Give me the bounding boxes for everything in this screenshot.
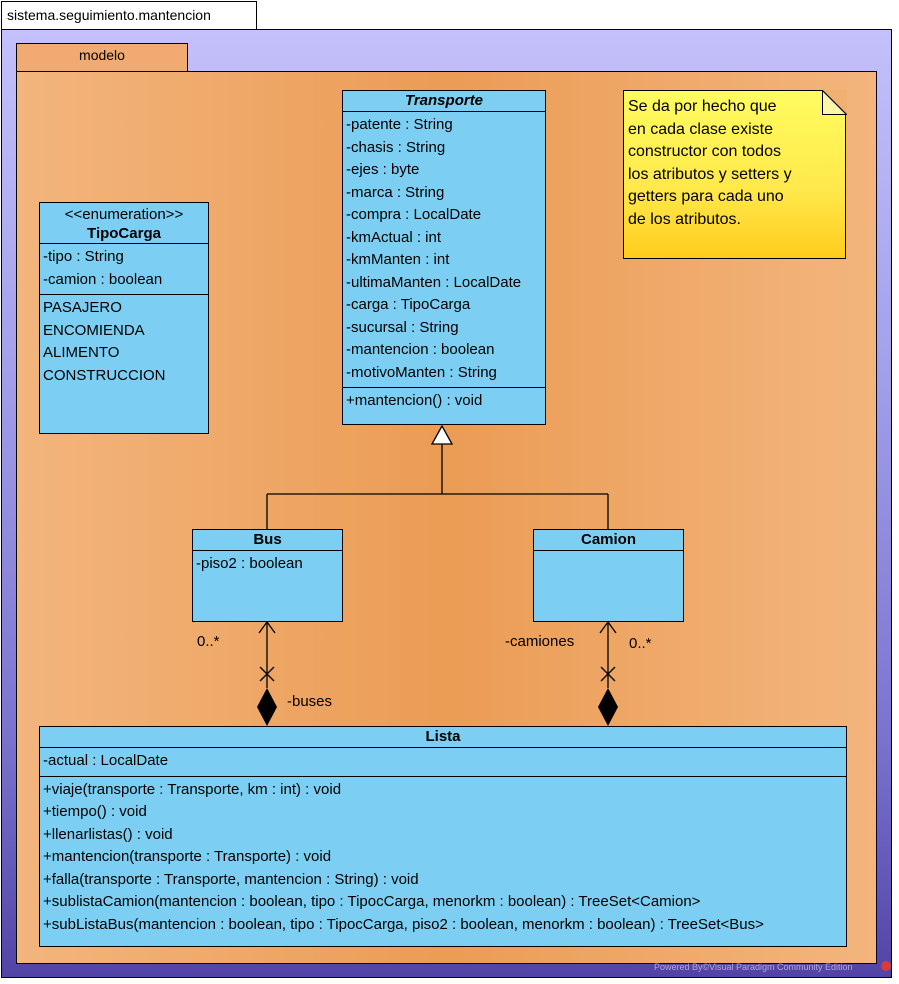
note-line: los atributos y setters y: [628, 165, 792, 183]
attribute: -mantencion : boolean: [346, 341, 495, 358]
attribute: -sucursal : String: [346, 318, 459, 336]
class-transporte[interactable]: Transporte -patente : String -chasis : S…: [342, 90, 546, 425]
enum-tipocarga[interactable]: <<enumeration>> TipoCarga -tipo : String…: [39, 202, 209, 434]
operation: +llenarlistas() : void: [43, 825, 173, 843]
enum-literal: ENCOMIENDA: [43, 321, 145, 339]
note-line: getters para cada uno: [628, 188, 784, 205]
attribute: -marca : String: [346, 183, 445, 201]
operation: +mantencion(transporte : Transporte) : v…: [43, 848, 332, 865]
note-folded-corner: [822, 90, 847, 115]
attribute: -patente : String: [346, 116, 453, 133]
enum-tipocarga-attributes: -tipo : String -camion : boolean: [40, 244, 208, 295]
attribute: -tipo : String: [43, 248, 124, 265]
attribute: -carga : TipoCarga: [346, 296, 471, 313]
note-line: constructor con todos: [628, 143, 781, 160]
class-transporte-name: Transporte: [343, 91, 545, 112]
credit-watermark: Powered By©Visual Paradigm Community Edi…: [654, 962, 853, 972]
attribute: -kmManten : int: [346, 251, 450, 268]
camion-navigability-arrow: [599, 620, 617, 634]
attribute: -ejes : byte: [346, 161, 420, 178]
subpackage-tab: modelo: [16, 43, 188, 72]
camion-non-navigable-x2: [600, 666, 616, 682]
class-lista-name: Lista: [40, 727, 846, 748]
operation: +tiempo() : void: [43, 803, 147, 820]
class-lista-operations: +viaje(transporte : Transporte, km : int…: [40, 777, 846, 940]
attribute: -ultimaManten : LocalDate: [346, 273, 522, 291]
bus-multiplicity: 0..*: [197, 633, 220, 650]
class-bus[interactable]: Bus -piso2 : boolean: [192, 529, 343, 622]
package-name: sistema.seguimiento.mantencion: [7, 7, 211, 23]
bus-non-navigable-x2: [259, 666, 275, 682]
attribute: -motivoManten : String: [346, 363, 497, 381]
vp-logo-icon: [881, 961, 891, 971]
class-transporte-operations: +mantencion() : void: [343, 388, 545, 416]
package-tab: sistema.seguimiento.mantencion: [1, 1, 257, 30]
attribute: -camion : boolean: [43, 270, 163, 288]
camion-role: -camiones: [505, 633, 575, 650]
operation: +falla(transporte : Transporte, mantenci…: [43, 870, 419, 888]
enum-tipocarga-name: TipoCarga: [87, 225, 161, 242]
operation: +sublistaCamion(mantencion : boolean, ti…: [43, 893, 701, 910]
class-camion-name: Camion: [534, 530, 683, 551]
class-bus-attributes: -piso2 : boolean: [193, 551, 342, 579]
attribute: -kmActual : int: [346, 228, 442, 246]
class-transporte-attributes: -patente : String -chasis : String -ejes…: [343, 112, 545, 388]
operation: +viaje(transporte : Transporte, km : int…: [43, 780, 342, 798]
camion-composition-diamond: [598, 688, 618, 726]
subpackage-name: modelo: [79, 47, 125, 63]
bus-composition-diamond: [257, 688, 277, 726]
enum-stereotype: <<enumeration>>: [64, 206, 184, 223]
enum-literal: ALIMENTO: [43, 344, 120, 361]
operation: +mantencion() : void: [346, 392, 483, 409]
enum-tipocarga-header: <<enumeration>> TipoCarga: [40, 203, 208, 244]
bus-role: -buses: [287, 693, 333, 710]
attribute: -compra : LocalDate: [346, 206, 482, 223]
class-lista-attributes: -actual : LocalDate: [40, 748, 846, 777]
note-line: Se da por hecho que: [628, 98, 777, 115]
attribute: -piso2 : boolean: [196, 555, 303, 572]
class-lista[interactable]: Lista -actual : LocalDate +viaje(transpo…: [39, 726, 847, 947]
camion-multiplicity: 0..*: [629, 635, 652, 652]
bus-navigability-arrow: [258, 620, 276, 634]
attribute: -actual : LocalDate: [43, 752, 169, 769]
enum-tipocarga-literals: PASAJERO ENCOMIENDA ALIMENTO CONSTRUCCIO…: [40, 295, 208, 390]
enum-literal: PASAJERO: [43, 299, 122, 316]
generalization-arrowhead: [430, 424, 454, 445]
class-bus-name: Bus: [193, 530, 342, 551]
operation: +subListaBus(mantencion : boolean, tipo …: [43, 915, 764, 933]
note-line: en cada clase existe: [628, 120, 773, 138]
note[interactable]: Se da por hecho que en cada clase existe…: [623, 90, 846, 259]
attribute: -chasis : String: [346, 138, 446, 156]
class-camion[interactable]: Camion: [533, 529, 684, 622]
enum-literal: CONSTRUCCION: [43, 366, 166, 384]
note-line: de los atributos.: [628, 210, 741, 228]
